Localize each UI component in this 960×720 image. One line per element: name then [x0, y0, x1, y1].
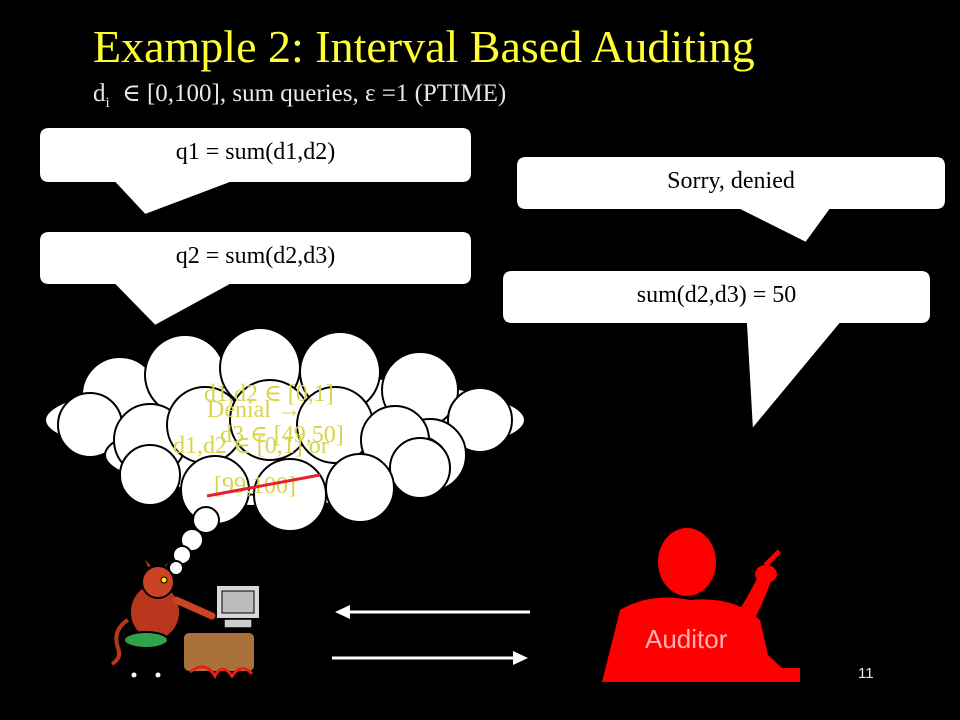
subtitle-tail: =1 (PTIME)	[375, 80, 507, 107]
bubble-reply2-shape	[501, 269, 932, 433]
subtitle-d: d	[93, 80, 106, 107]
subtitle-i: i	[105, 95, 110, 111]
reply-denied-text: Sorry, denied	[667, 168, 795, 194]
thought-line-d3: d3 ∈ [49,50]	[220, 422, 344, 448]
thought-denial: Denial →	[207, 397, 301, 423]
query-q2-text: q2 = sum(d2,d3)	[175, 243, 336, 269]
bubble-q2-shape	[38, 230, 473, 328]
slide-title: Example 2: Interval Based Auditing	[93, 21, 755, 72]
thought-cloud-front	[104, 379, 451, 532]
page-number: 11	[858, 665, 874, 682]
bubble-reply1-shape	[515, 155, 947, 245]
epsilon-symbol: ε	[364, 80, 376, 107]
bubble-q1-shape	[38, 126, 473, 217]
thought-line-or: d1,d2 ∈ [0,1] or	[173, 433, 329, 459]
arrow-to-auditor	[332, 651, 528, 665]
slide-subtitle: di ∈ [0,100], sum queries, ε =1 (PTIME)	[93, 78, 693, 112]
reply-sum-text: sum(d2,d3) = 50	[636, 282, 797, 308]
query-q1-text: q1 = sum(d1,d2)	[175, 139, 336, 165]
thought-line-d1d2: d1,d2 ∈ [0,1]	[204, 381, 334, 407]
arrow-to-attacker	[335, 605, 530, 619]
strike-line	[206, 473, 321, 498]
element-of-symbol: ∈	[122, 80, 141, 107]
thought-trail	[168, 506, 220, 576]
devil-at-computer-icon	[110, 555, 261, 680]
subtitle-domain: [0,100], sum queries,	[140, 80, 365, 107]
auditor-silhouette-icon	[602, 528, 800, 682]
auditor-label: Auditor	[645, 624, 728, 654]
